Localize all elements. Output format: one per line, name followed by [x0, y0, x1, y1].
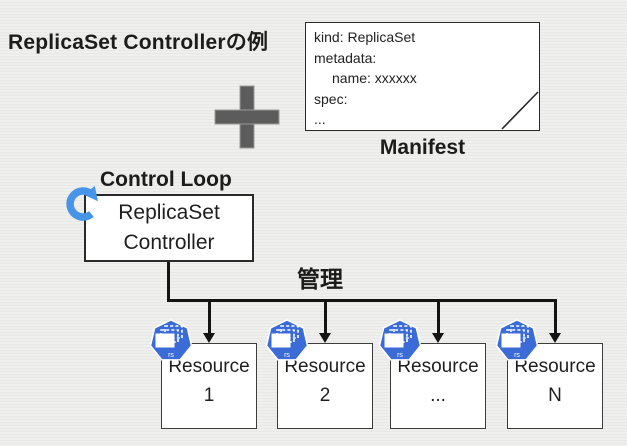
resource-index: 1 — [203, 385, 215, 406]
rs-icon-label: rs — [168, 352, 174, 359]
controller-line1: ReplicaSet — [118, 201, 220, 224]
resource-index: N — [548, 385, 562, 406]
rs-icon-label: rs — [514, 352, 520, 359]
page-fold-icon — [501, 91, 539, 130]
connector-stem — [167, 262, 170, 302]
controller-box: ReplicaSet Controller — [84, 194, 254, 262]
drop-arrow-line — [553, 299, 557, 335]
arrowhead-icon — [318, 333, 331, 343]
manifest-line: spec: — [314, 90, 348, 107]
manifest-line: ... — [314, 111, 326, 127]
replicaset-rs-icon: rs — [149, 319, 193, 361]
arrowhead-icon — [431, 333, 444, 343]
loop-arrow-icon — [66, 185, 98, 221]
resource-index: ... — [430, 385, 446, 406]
manifest-caption: Manifest — [379, 136, 466, 159]
controller-line2: Controller — [123, 231, 215, 254]
resource-name: Resource — [284, 356, 366, 377]
resource-name: Resource — [397, 356, 479, 377]
resource-name: Resource — [168, 356, 250, 377]
manifest-line: kind: ReplicaSet — [314, 29, 416, 45]
plus-icon — [214, 85, 280, 149]
rs-icon-label: rs — [284, 352, 290, 359]
arrowhead-icon — [202, 333, 215, 343]
manage-label: 管理 — [297, 266, 343, 292]
manifest-line: name: xxxxxx — [332, 70, 417, 86]
control-loop-label: Control Loop — [100, 168, 232, 191]
replicaset-rs-icon: rs — [495, 319, 539, 361]
resource-index: 2 — [319, 385, 331, 406]
resource-name: Resource — [514, 356, 596, 377]
replicaset-rs-icon: rs — [265, 319, 309, 361]
connector-bus — [167, 299, 557, 302]
manifest-line: metadata: — [314, 49, 377, 66]
drop-arrow-line — [436, 299, 440, 335]
page-title: ReplicaSet Controllerの例 — [8, 31, 269, 54]
replicaset-rs-icon: rs — [378, 319, 422, 361]
manifest-box: kind: ReplicaSet metadata: name: xxxxxx … — [305, 22, 540, 131]
arrowhead-icon — [548, 333, 561, 343]
drop-arrow-line — [207, 299, 211, 335]
rs-icon-label: rs — [397, 352, 403, 359]
drop-arrow-line — [323, 299, 327, 335]
